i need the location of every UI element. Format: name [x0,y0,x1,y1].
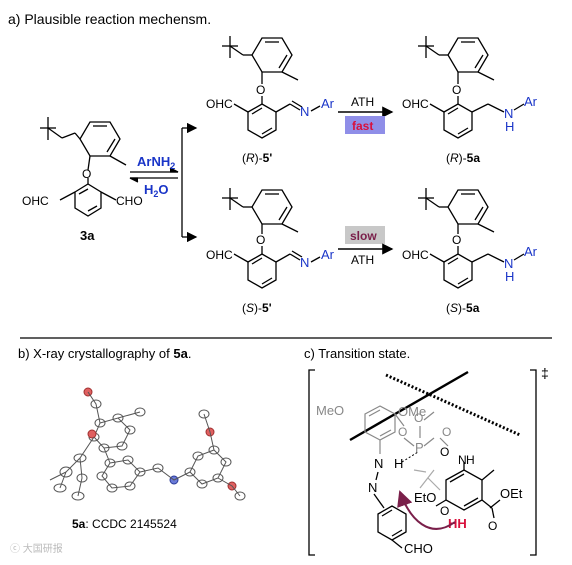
phosphate-p: P [415,440,424,455]
ts-bracket-right [530,369,537,556]
hydride-transfer-arrow [397,490,456,530]
top-ath-arrow [338,106,394,134]
hydride-hh: HH [448,516,467,531]
oxygen-3a: O [82,167,91,181]
oxygen-s5a: O [452,233,461,247]
hantzsch-n: N [458,453,467,467]
panel-c-title: c) Transition state. [304,346,410,361]
intermediate-s-5prime [222,188,303,289]
ath-bottom: ATH [351,253,374,267]
oxygen-r5p: O [256,83,265,97]
stereo-label-s5a: (S)-5a [446,301,480,315]
ts-oet-left: EtO [414,490,436,505]
ts-double-dagger: ‡ [541,365,549,381]
product-r-5a [418,36,525,139]
imine-n-s5p: N [300,255,309,270]
stereo-label-s5p: (S)-5' [242,301,272,315]
fast-label: fast [352,119,373,133]
phosphate-o1: O [398,425,407,439]
oxygen-s5p: O [256,233,265,247]
intermediate-r-5prime [222,36,303,139]
panel-b-title: b) X-ray crystallography of 5a. [18,346,191,361]
amine-h-s5a: H [505,269,514,284]
reagent-arnh2: ArNH2 [137,154,175,171]
amine-ar-r5a: Ar [524,94,538,109]
ts-nh-n: N [374,456,383,471]
imine-ar-s5p: Ar [321,247,335,262]
oxygen-r5a: O [452,83,461,97]
ath-top: ATH [351,95,374,109]
aldehyde-r5p: OHC [206,97,233,111]
slow-label: slow [350,229,377,243]
ts-ester-o: O [488,519,497,533]
bottom-ath-arrow [338,226,394,255]
imine-ar-r5p: Ar [321,96,335,111]
hantzsch-h: H [466,453,475,467]
label-3a: 3a [80,228,95,243]
aldehyde-r5a: OHC [402,97,429,111]
amine-n-r5a: N [504,106,513,121]
meo-label: MeO [316,403,344,418]
aldehyde-s5a: OHC [402,248,429,262]
ts-cho-label: CHO [404,541,433,556]
phosphate-o3: O [414,411,423,425]
amine-n-s5a: N [504,256,513,271]
imine-n-r5p: N [300,104,309,119]
ome-label: OMe [398,404,426,419]
stereo-label-r5a: (R)-5a [446,151,480,165]
ts-imine-n: N [368,480,377,495]
stereo-label-r5p: (R)-5' [242,151,272,165]
panel-b-caption: 5a: CCDC 2145524 [72,517,177,531]
hantzsch-ester [435,462,501,519]
panel-a-title: a) Plausible reaction mechensm. [8,11,211,27]
fast-badge [345,116,385,134]
ortep-structure [49,387,246,501]
ts-oet-right: OEt [500,486,523,501]
equilibrium-arrows [129,122,198,243]
tbu-grey [413,469,441,491]
catalyst-phosphate [364,405,449,454]
aldehyde-right-3a: CHO [116,194,143,208]
reagent-h2o: H2O [144,182,169,199]
ts-ester-o-left: O [440,504,449,518]
ts-aryl-ring [373,493,407,549]
plane-line-dashed [385,373,521,437]
ts-nh-h: H [394,456,403,471]
phosphate-o4: O [440,445,449,459]
product-s-5a [418,188,525,289]
aldehyde-left-3a: OHC [22,194,49,208]
watermark: ⓒ 大国研报 [10,542,63,555]
plane-line-solid [349,370,469,442]
phosphate-o2: O [442,425,451,439]
compound-3a [40,117,127,217]
ts-bracket-left [308,369,315,556]
amine-ar-s5a: Ar [524,244,538,259]
aldehyde-s5p: OHC [206,248,233,262]
amine-h-r5a: H [505,119,514,134]
slow-badge [345,226,385,244]
